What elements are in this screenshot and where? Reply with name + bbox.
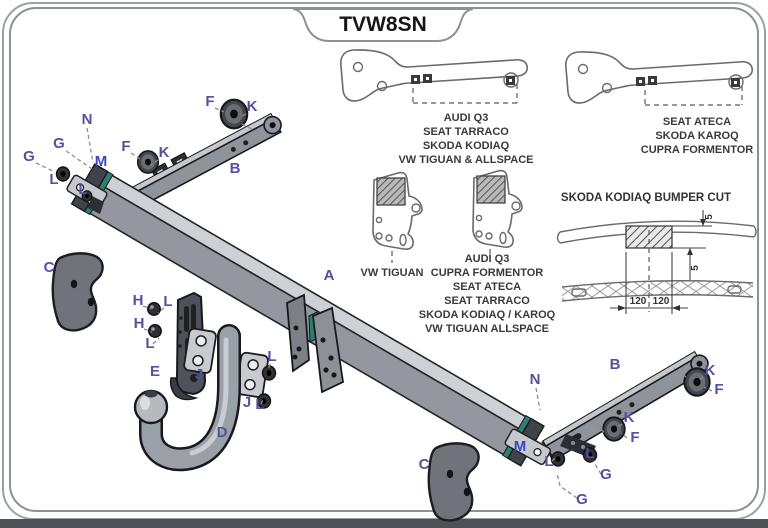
washer-kf-top: [219, 98, 249, 130]
plate-c-right: [427, 442, 480, 522]
title-tab: [292, 8, 474, 42]
part-label-g: G: [600, 466, 612, 483]
part-label-k: K: [159, 144, 170, 161]
spacer-block-j2: [235, 351, 269, 398]
vehicle-line: SEAT ATECA: [453, 281, 521, 293]
part-label-g: G: [53, 135, 65, 152]
vehicle-line: SEAT TARRACO: [423, 126, 509, 138]
leader-lines: [35, 107, 713, 499]
part-label-l: L: [163, 293, 172, 310]
part-label-f: F: [714, 381, 723, 398]
part-label-m: M: [514, 438, 527, 455]
grommet-l-set: [55, 166, 598, 467]
part-label-k: K: [624, 409, 635, 426]
part-label-f: F: [121, 138, 130, 155]
bumper-cut-area: [625, 225, 673, 249]
part-label-l: L: [544, 453, 553, 470]
bracket-drawing-right: [565, 51, 754, 104]
part-label-g: G: [576, 491, 588, 508]
washer-kf-left: [136, 150, 160, 174]
part-label-e: E: [150, 363, 160, 380]
dim-depth-bottom: 5: [690, 265, 701, 271]
bumper-cut-heading: SKODA KODIAQ BUMPER CUT: [561, 192, 731, 204]
part-label-l: L: [255, 396, 264, 413]
side-arm-left: [102, 112, 282, 223]
plate-c-left: [51, 252, 104, 332]
dim-width-right: 120: [653, 296, 670, 307]
part-labels: N G G L L M F K F K B C H L H L E J A L …: [23, 93, 723, 508]
part-label-h: H: [133, 292, 144, 309]
vehicle-line: AUDI Q3: [465, 253, 510, 265]
vehicle-line: AUDI Q3: [444, 112, 489, 124]
part-label-f: F: [630, 429, 639, 446]
part-label-n: N: [530, 371, 541, 388]
vehicle-line: SKODA KODIAQ: [423, 140, 510, 152]
part-label-d: D: [217, 424, 228, 441]
vehicle-line: SEAT ATECA: [663, 116, 731, 128]
towball-neck: [133, 324, 242, 472]
part-label-j: J: [243, 394, 251, 411]
part-label-j: J: [195, 366, 203, 383]
bumper-cut-panel: SKODA KODIAQ BUMPER CUT 5 5 120 120: [556, 192, 757, 314]
part-label-l: L: [78, 181, 87, 198]
part-label-l: L: [49, 171, 58, 188]
part-label-c: C: [44, 259, 55, 276]
mount-plate-drawing-right: [472, 169, 523, 248]
vehicle-line: SKODA KAROQ: [655, 130, 739, 142]
centre-mount-plates: [286, 293, 344, 394]
sheet-title: TVW8SN: [339, 13, 427, 36]
part-label-a: A: [324, 267, 335, 284]
spacer-block-j1: [183, 327, 217, 374]
part-label-h: H: [134, 315, 145, 332]
vehicle-line: SKODA KODIAQ / KAROQ: [419, 309, 556, 321]
part-label-m: M: [95, 153, 108, 170]
mount-plate-drawing-left: [372, 171, 423, 250]
part-label-k: K: [247, 98, 258, 115]
vehicle-line: CUPRA FORMENTOR: [641, 144, 754, 156]
washer-kf-right-upper: [683, 367, 711, 397]
end-bracket-right: [504, 428, 552, 465]
vehicle-line: SEAT TARRACO: [444, 295, 530, 307]
washer-kf-right-lower: [602, 416, 626, 442]
dim-width-left: 120: [630, 296, 647, 307]
part-label-l: L: [267, 348, 276, 365]
part-label-g: G: [23, 148, 35, 165]
part-label-c: C: [419, 456, 430, 473]
part-label-n: N: [82, 111, 93, 128]
bottom-shadow-bar: [0, 519, 768, 528]
vehicle-line: VW TIGUAN & ALLSPACE: [398, 154, 533, 166]
bumper-mesh: [562, 280, 753, 301]
vehicle-line: CUPRA FORMENTOR: [431, 267, 544, 279]
end-tab-left: [88, 196, 104, 214]
part-label-l: L: [585, 445, 594, 462]
bracket-drawing-left: [340, 49, 529, 102]
part-label-b: B: [230, 160, 241, 177]
vehicle-line: VW TIGUAN ALLSPACE: [425, 323, 549, 335]
part-label-b: B: [610, 356, 621, 373]
plate-left-label: VW TIGUAN: [361, 267, 424, 279]
bolt-h-1: [147, 302, 161, 316]
part-label-l: L: [145, 335, 154, 352]
part-label-f: F: [205, 93, 214, 110]
part-label-k: K: [705, 362, 716, 379]
dim-depth-top: 5: [704, 214, 715, 220]
bolt-h-2: [148, 324, 162, 338]
